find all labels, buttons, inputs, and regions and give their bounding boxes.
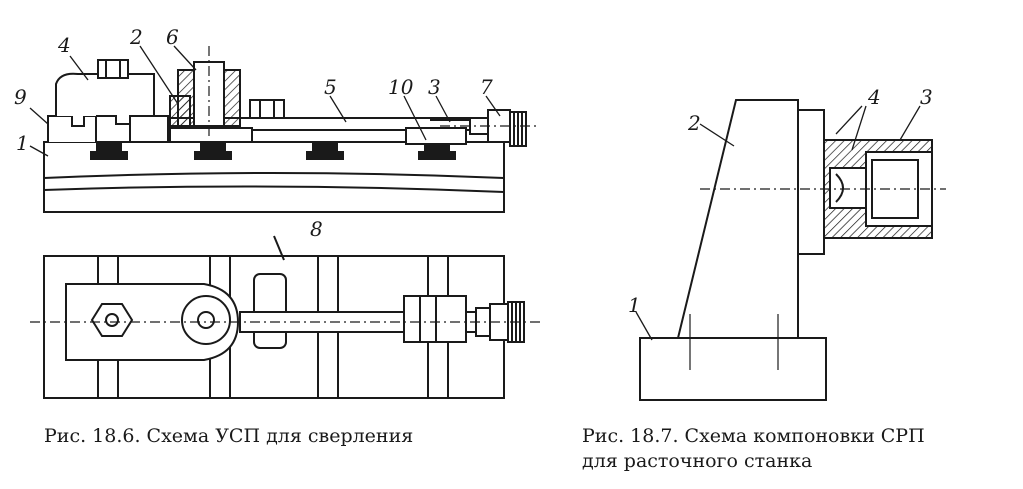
caption-fig-18-6: Рис. 18.6. Схема УСП для сверления	[44, 425, 414, 447]
label-b-1: 1	[628, 293, 641, 317]
label-10: 10	[388, 75, 414, 99]
fig-18-7-labels: 1 2 3 4	[628, 85, 933, 317]
block-under-4	[129, 115, 169, 143]
caption-fig-18-7-line1: Рис. 18.7. Схема компоновки СРП	[582, 425, 925, 447]
label-9: 9	[14, 85, 27, 109]
fig-18-6-side-view	[43, 46, 540, 213]
flange	[797, 109, 825, 255]
base-curve-2	[43, 185, 505, 193]
label-b-2: 2	[687, 111, 701, 135]
label-7: 7	[480, 75, 493, 99]
element-10	[405, 127, 467, 145]
label-2: 2	[129, 25, 143, 49]
label-8: 8	[310, 217, 323, 241]
fig-18-6-leaders	[29, 45, 501, 157]
base-1	[639, 337, 827, 401]
fig-18-6-plan-view	[30, 235, 540, 399]
fig-18-7	[635, 99, 946, 401]
fig-18-6-labels: 1 2 3 4 5 6 7 8 9 10	[14, 25, 493, 241]
workpiece-plate	[169, 127, 253, 143]
label-6: 6	[166, 25, 179, 49]
label-1: 1	[16, 131, 29, 155]
nut-5	[249, 99, 285, 119]
label-3: 3	[428, 75, 441, 99]
t-slots	[90, 143, 456, 160]
label-b-3: 3	[920, 85, 933, 109]
plan-bushing	[181, 295, 231, 345]
label-5: 5	[324, 75, 337, 99]
nut-4	[97, 59, 129, 79]
label-b-4: 4	[867, 85, 881, 109]
support-9	[47, 115, 97, 142]
hex-nut	[90, 303, 134, 337]
base-curve	[43, 172, 505, 179]
caption-fig-18-7-line2: для расточного станка	[582, 450, 813, 472]
part-2	[169, 95, 191, 127]
label-4: 4	[57, 33, 71, 57]
column-2	[676, 99, 799, 339]
